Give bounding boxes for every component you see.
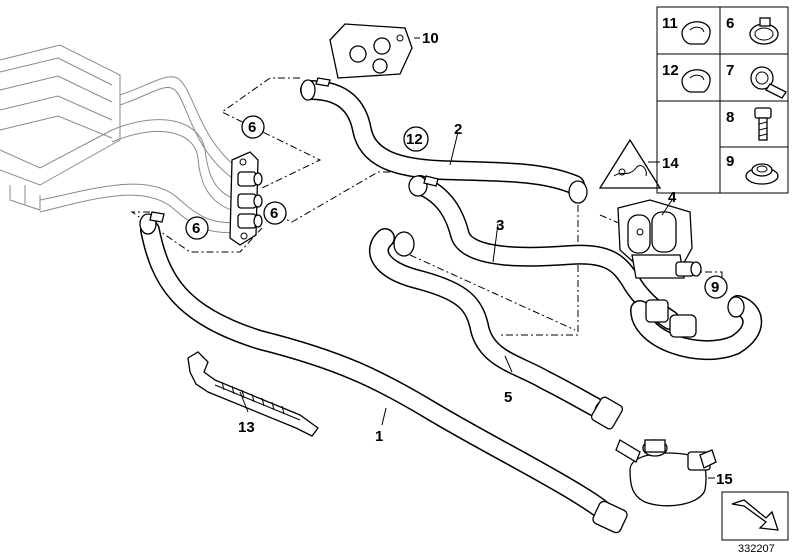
- heater-flange: [229, 151, 263, 246]
- hose-3: [408, 175, 680, 330]
- legend-number-11: 11: [662, 15, 678, 32]
- legend-number-12: 12: [662, 62, 679, 79]
- hose-2: [300, 77, 588, 204]
- hose-1: [139, 211, 628, 534]
- clip-11-icon: [681, 21, 711, 45]
- hose-5: [369, 228, 624, 430]
- parts-legend: 11 6 12 7 8 9: [656, 6, 789, 194]
- hose-clamp-6-icon: [749, 17, 779, 45]
- pump-15: [615, 439, 717, 507]
- warning-14-icon: [598, 138, 662, 189]
- callouts: 10 2 3 4 5 1 13 14 15 6 6 6 12 9: [185, 30, 733, 488]
- callout-14: 14: [662, 155, 679, 172]
- callout-9: 9: [711, 279, 719, 296]
- legend-number-9: 9: [726, 153, 734, 170]
- callout-5: 5: [504, 389, 512, 406]
- clip-12-icon: [681, 69, 711, 93]
- legend-number-7: 7: [726, 62, 734, 79]
- pipe-clamp-7-icon: [750, 66, 787, 99]
- hose-valve-loop: [630, 295, 763, 361]
- heater-core: [0, 44, 241, 234]
- view-arrow-box: [721, 491, 789, 541]
- callout-4: 4: [668, 189, 677, 206]
- strap-13: [187, 351, 319, 437]
- legend-number-6: 6: [726, 15, 734, 32]
- callout-1: 1: [375, 428, 383, 445]
- callout-6-b: 6: [270, 205, 278, 222]
- screw-8-icon: [754, 107, 772, 141]
- callout-12-circle: 12: [406, 131, 423, 148]
- callout-6-c: 6: [192, 220, 200, 237]
- diagram-id: 332207: [738, 543, 775, 555]
- bracket-10: [329, 23, 413, 79]
- callout-6-a: 6: [248, 119, 256, 136]
- callout-2: 2: [454, 121, 462, 138]
- valve-4: [617, 199, 702, 279]
- grommet-9-icon: [745, 163, 779, 185]
- callout-15: 15: [716, 471, 733, 488]
- callout-10: 10: [422, 30, 439, 47]
- legend-number-8: 8: [726, 109, 734, 126]
- callout-13: 13: [238, 419, 255, 436]
- callout-3: 3: [496, 217, 504, 234]
- leader-lines: [239, 37, 715, 479]
